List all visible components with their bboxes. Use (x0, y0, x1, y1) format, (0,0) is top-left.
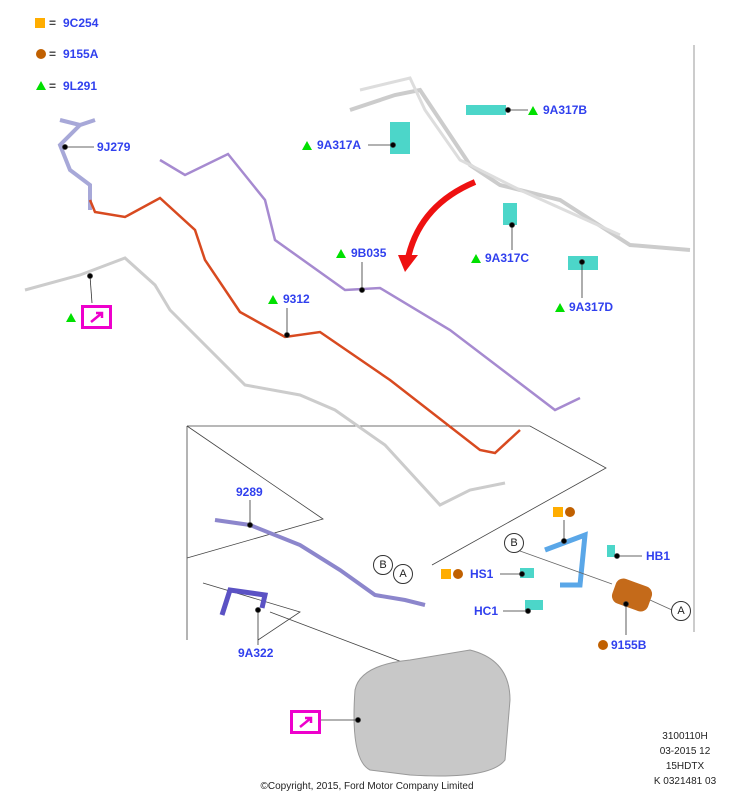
legend-equals: = (49, 47, 57, 61)
label-9289[interactable]: 9289 (236, 485, 263, 499)
drawing-codes: 3100110H 03-2015 12 15HDTX K 0321481 03 (640, 729, 730, 789)
drawing-code: K 0321481 03 (653, 776, 717, 787)
magenta-link-icon[interactable] (290, 710, 321, 734)
callout-a: A (393, 564, 413, 584)
triangle-icon (336, 249, 346, 258)
legend-equals: = (49, 16, 57, 30)
label-9A322[interactable]: 9A322 (238, 646, 274, 660)
legend-code-9L291: 9L291 (63, 79, 98, 93)
pipe-9B035 (159, 152, 581, 412)
direction-arrow (405, 179, 477, 259)
part-9A322 (219, 587, 269, 616)
label-9A317A[interactable]: 9A317A (317, 138, 362, 152)
circle-icon (598, 640, 608, 650)
callout-b: B (504, 533, 524, 553)
label-9B035[interactable]: 9B035 (351, 246, 387, 260)
clip-9A317C (503, 203, 517, 225)
circle-icon (565, 507, 575, 517)
square-icon (441, 569, 451, 579)
label-9A317C[interactable]: 9A317C (485, 251, 530, 265)
pipe-return (24, 256, 506, 507)
label-9A317B[interactable]: 9A317B (543, 103, 588, 117)
label-HB1[interactable]: HB1 (646, 549, 671, 563)
label-9J279[interactable]: 9J279 (97, 140, 131, 154)
callout-b: B (373, 555, 393, 575)
triangle-icon (528, 106, 538, 115)
triangle-icon (268, 295, 278, 304)
copyright: ©Copyright, 2015, Ford Motor Company Lim… (260, 781, 474, 792)
legend-code-9C254: 9C254 (63, 16, 99, 30)
triangle-icon (66, 313, 76, 322)
clip-9A317A (390, 122, 410, 154)
triangle-icon (555, 303, 565, 312)
clip-9A317B (466, 105, 506, 115)
drawing-code: 3100110H (662, 731, 708, 742)
legend-triangle-icon (36, 81, 46, 90)
magenta-link-icon[interactable] (81, 305, 112, 329)
label-9A317D[interactable]: 9A317D (569, 300, 614, 314)
pipe-bundle (349, 87, 691, 252)
label-HC1[interactable]: HC1 (474, 604, 499, 618)
pipe-9312 (88, 196, 521, 455)
label-9312[interactable]: 9312 (283, 292, 310, 306)
triangle-icon (471, 254, 481, 263)
circle-icon (453, 569, 463, 579)
label-9155B[interactable]: 9155B (611, 638, 647, 652)
drawing-code: 15HDTX (665, 761, 705, 772)
legend-code-9155A: 9155A (63, 47, 99, 61)
label-HS1[interactable]: HS1 (470, 567, 494, 581)
callout-a: A (671, 601, 691, 621)
legend-square-icon (35, 18, 45, 28)
drawing-date: 03-2015 12 (659, 746, 711, 757)
pipe-9J279 (57, 118, 96, 210)
legend-circle-icon (36, 49, 46, 59)
triangle-icon (302, 141, 312, 150)
legend-equals: = (49, 79, 57, 93)
fuel-tank (353, 649, 511, 777)
fuel-filter-9155B (611, 578, 653, 612)
square-icon (553, 507, 563, 517)
